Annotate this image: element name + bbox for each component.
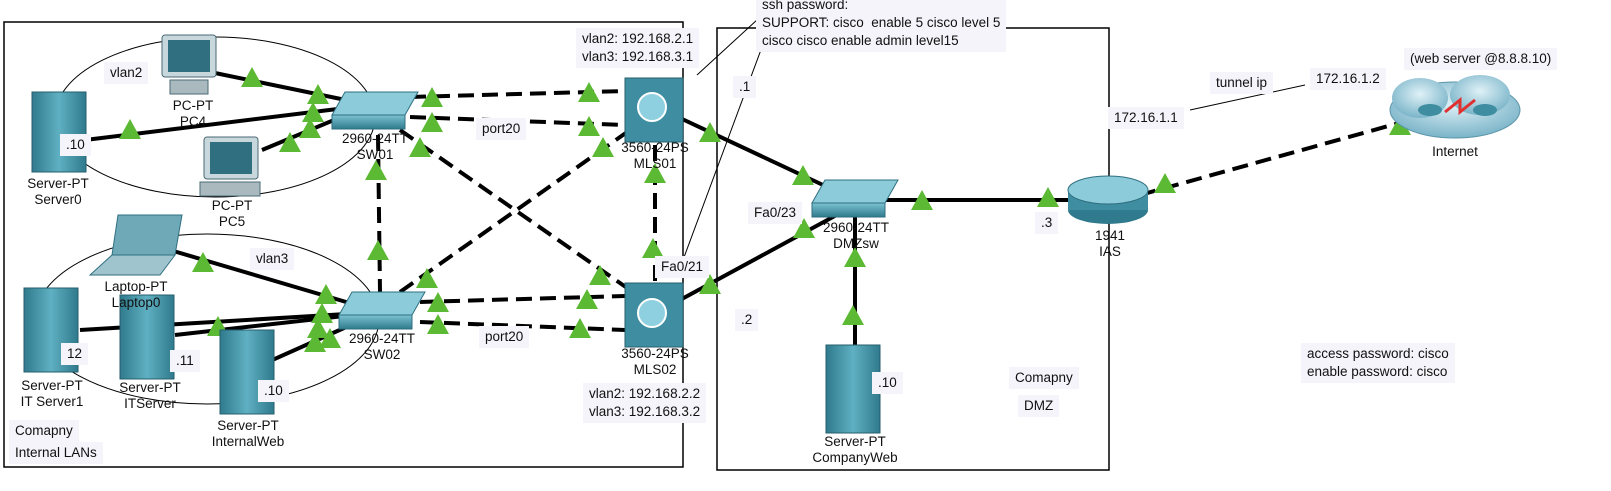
dmz-area-label-1: Comapny <box>1009 367 1079 389</box>
mls02-vlans-note: vlan2: 192.168.2.2 vlan3: 192.168.3.2 <box>583 383 707 423</box>
ias-inside-ip-note: .3 <box>1035 212 1059 234</box>
pc4-type-label: PC-PT <box>173 98 214 113</box>
vlan2-note: vlan2 <box>104 62 149 84</box>
link-ias-internet <box>1139 118 1411 197</box>
ssh-password-note: ssh password: SUPPORT: cisco enable 5 ci… <box>756 0 1007 52</box>
dmzsw-name-label: DMZsw <box>833 236 879 251</box>
web-server-note: (web server @8.8.8.10) <box>1404 48 1558 70</box>
ias-type-label: 1941 <box>1095 228 1125 243</box>
server0-type-label: Server-PT <box>27 176 89 191</box>
internal-area-label-2: Internal LANs <box>9 442 103 464</box>
link-sw01-sw02 <box>376 134 382 293</box>
sw02-name-label: SW02 <box>364 347 401 362</box>
ias-name-label: IAS <box>1099 244 1121 259</box>
internet-cloud-icon[interactable] <box>1389 75 1521 139</box>
passwords-note: access password: cisco enable password: … <box>1301 343 1455 383</box>
internalweb-type-label: Server-PT <box>217 418 279 433</box>
itserver-type-label: Server-PT <box>119 380 181 395</box>
trunk-links <box>376 89 1411 332</box>
ias-router-icon[interactable] <box>1067 175 1149 224</box>
pc5-name-label: PC5 <box>219 214 245 229</box>
laptop0-type-label: Laptop-PT <box>104 279 167 294</box>
itserver1-ip-note: 12 <box>61 343 89 365</box>
port20-bottom-note: port20 <box>479 326 530 348</box>
internal-area-label-1: Comapny <box>9 420 79 442</box>
internalweb-name-label: InternalWeb <box>212 434 285 449</box>
server0-name-label: Server0 <box>34 192 81 207</box>
companyweb-name-label: CompanyWeb <box>812 450 897 465</box>
itserver-name-label: ITServer <box>124 396 176 411</box>
sw01-name-label: SW01 <box>357 147 394 162</box>
pc4-icon[interactable] <box>161 34 217 95</box>
mls01-type-label: 3560-24PS <box>621 140 689 155</box>
pc5-type-label: PC-PT <box>212 198 253 213</box>
mls01-name-label: MLS01 <box>634 156 677 171</box>
itserver-ip-note: .11 <box>170 350 200 372</box>
link-sw02-mls02 <box>419 294 626 304</box>
tunnel-peer-ip-note: 172.16.1.2 <box>1310 68 1386 90</box>
vlan3-note: vlan3 <box>250 248 295 270</box>
itserver-icon[interactable] <box>119 294 175 380</box>
fa0-21-note: Fa0/21 <box>655 256 710 278</box>
internalweb-ip-note: .10 <box>258 380 289 402</box>
itserver1-type-label: Server-PT <box>21 378 83 393</box>
mls02-type-label: 3560-24PS <box>621 346 689 361</box>
sw02-type-label: 2960-24TT <box>349 331 415 346</box>
laptop0-name-label: Laptop0 <box>112 295 161 310</box>
companyweb-icon[interactable] <box>825 344 881 434</box>
server0-ip-note: .10 <box>60 134 91 156</box>
ias-outside-ip-note: 172.16.1.1 <box>1108 107 1184 129</box>
tunnel-ip-note: tunnel ip <box>1210 72 1274 94</box>
sw01-type-label: 2960-24TT <box>342 131 408 146</box>
sw02-icon[interactable] <box>338 291 426 330</box>
mls02-icon[interactable] <box>624 282 684 348</box>
dmzsw-icon[interactable] <box>811 179 899 218</box>
internet-name-label: Internet <box>1432 144 1478 159</box>
mls02-uplink-ip-note: .2 <box>735 309 759 331</box>
mls01-vlans-note: vlan2: 192.168.2.1 vlan3: 192.168.3.1 <box>576 28 700 68</box>
mls01-icon[interactable] <box>624 77 684 143</box>
companyweb-type-label: Server-PT <box>824 434 886 449</box>
mls01-uplink-ip-note: .1 <box>733 76 757 98</box>
fa0-23-note: Fa0/23 <box>748 202 803 224</box>
server0-icon[interactable] <box>31 91 87 173</box>
dmz-area-label-2: DMZ <box>1018 395 1060 417</box>
sw01-icon[interactable] <box>331 91 419 130</box>
pc4-name-label: PC4 <box>180 114 207 129</box>
companyweb-ip-note: .10 <box>872 372 903 394</box>
port20-top-note: port20 <box>476 118 527 140</box>
mls02-name-label: MLS02 <box>634 362 677 377</box>
pc5-icon[interactable] <box>199 136 261 197</box>
laptop0-icon[interactable] <box>88 214 183 276</box>
dmzsw-type-label: 2960-24TT <box>823 220 889 235</box>
itserver1-name-label: IT Server1 <box>21 394 84 409</box>
internal-lan-area <box>3 21 684 468</box>
